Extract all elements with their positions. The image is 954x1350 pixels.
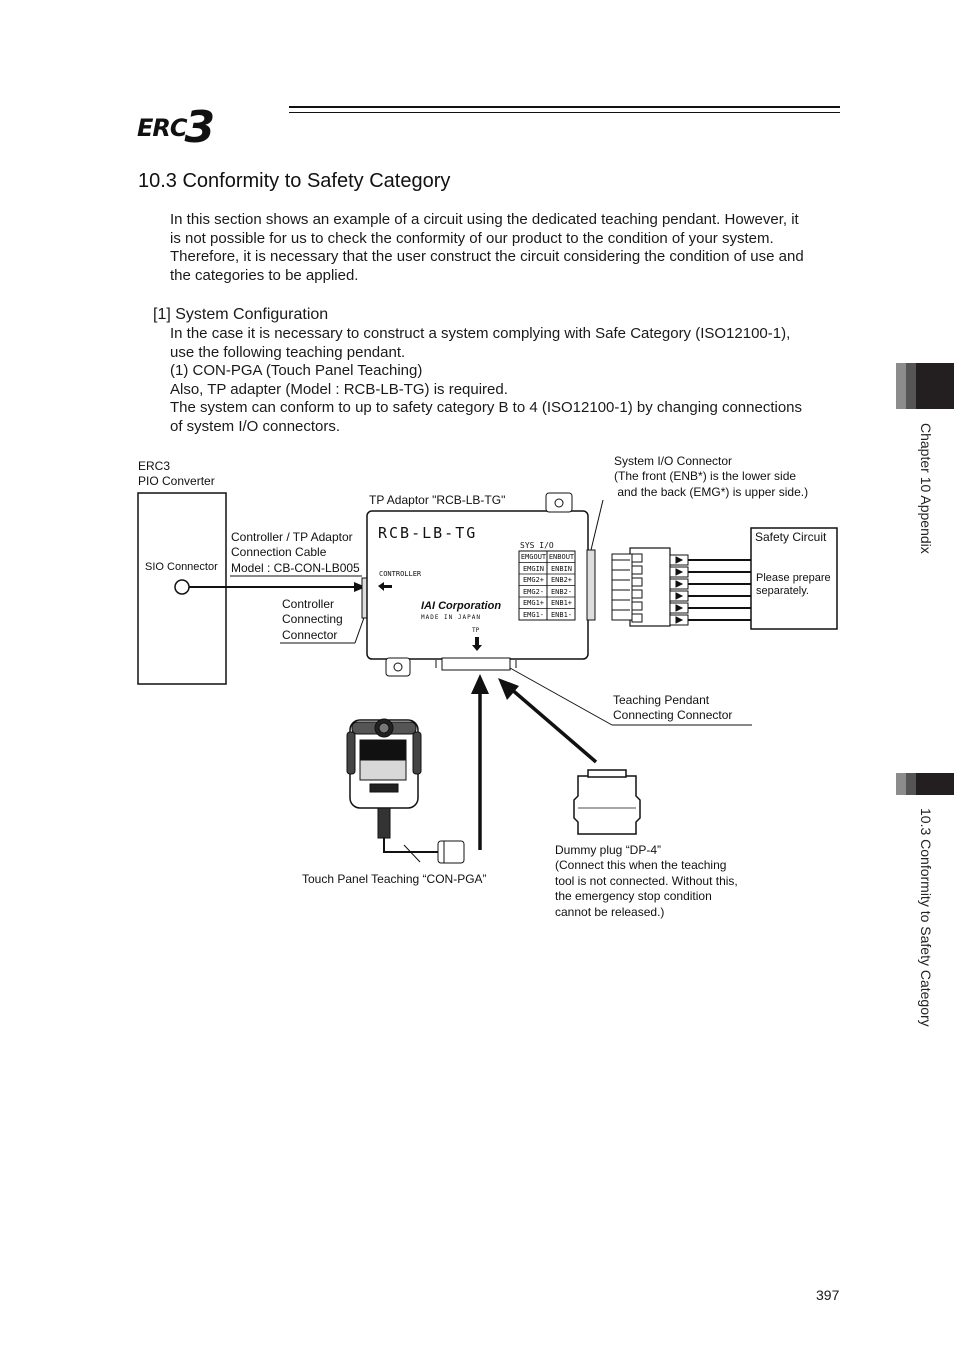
section-title: 10.3 Conformity to Safety Category [138,170,451,192]
tp-adaptor-right-connector [586,549,596,621]
tp-adaptor-bottom-connector [441,657,511,671]
chapter-side-label: Chapter 10 Appendix [918,423,934,554]
header-rule-top [289,106,840,108]
dummy-plug-arrow [508,686,598,764]
sio-connector-label: SIO Connector [145,561,218,573]
teaching-connector-leader [509,667,613,726]
adaptor-made-in-marking: MADE IN JAPAN [421,614,481,621]
pendant-arrowhead [471,674,489,694]
safety-circuit-wires [688,559,751,621]
cable-label: Controller / TP Adaptor Connection Cable… [231,530,360,575]
sysio-connector-label: System I/O Connector (The front (ENB*) i… [614,454,809,499]
subheading-system-configuration: [1] System Configuration [153,306,329,323]
section-tab-stripe-light [896,773,906,795]
header-rule-bottom [289,112,840,113]
erc3-logo: ERC3 [137,102,215,153]
controller-connector-label: Controller Connecting Connector [282,597,343,642]
tp-adaptor-label: TP Adaptor "RCB-LB-TG" [369,493,506,507]
adaptor-controller-marking: CONTROLLER [379,570,422,578]
controller-arrow-icon [378,582,392,591]
tp-adaptor-top-screw [554,498,564,508]
sysio-plug-body [629,547,671,627]
pendant-label: Touch Panel Teaching “CON-PGA” [302,872,487,886]
chapter-tab-stripe-mid [906,363,916,409]
adaptor-sys-io-marking: SYS I/O [520,541,554,550]
dummy-plug-label: Dummy plug “DP-4” (Connect this when the… [555,843,738,919]
section-tab [916,773,954,795]
teaching-connector-label: Teaching Pendant Connecting Connector [613,693,733,723]
chapter-tab-stripe-light [896,363,906,409]
tp-arrow-icon [472,637,482,651]
adaptor-brand-marking: IAI Corporation [421,600,502,612]
cable-arrowhead [354,582,366,592]
chapter-tab [916,363,954,409]
safety-circuit-title: Safety Circuit [755,530,827,544]
con-pga-pendant-drawing [346,718,465,864]
erc3-pio-label: ERC3 PIO Converter [138,459,215,489]
safety-circuit-note: Please prepare separately. [756,572,831,597]
dp4-dummy-plug-drawing [573,769,641,835]
pin-labels-right: ENBOUT ENBIN ENB2+ ENB2- ENB1+ ENB1- [548,553,575,619]
tp-adaptor-bottom-screw [393,662,403,672]
section-side-label: 10.3 Conformity to Safety Category [918,808,934,1027]
page-number: 397 [816,1287,840,1303]
pin-labels-left: EMGOUT EMGIN EMG2+ EMG2- EMG1+ EMG1- [520,553,547,619]
system-configuration-body: In the case it is necessary to construct… [170,325,803,435]
adaptor-model-marking: RCB-LB-TG [378,524,478,542]
sysio-plug-wires [612,553,689,626]
intro-paragraph: In this section shows an example of a ci… [170,211,804,284]
adaptor-tp-marking: TP [472,627,480,634]
section-tab-stripe-mid [906,773,916,795]
safety-circuit-box [750,527,838,630]
dummy-plug-arrowhead [498,678,519,700]
sysio-label-leader [590,499,604,551]
sio-connector-port [174,579,190,595]
